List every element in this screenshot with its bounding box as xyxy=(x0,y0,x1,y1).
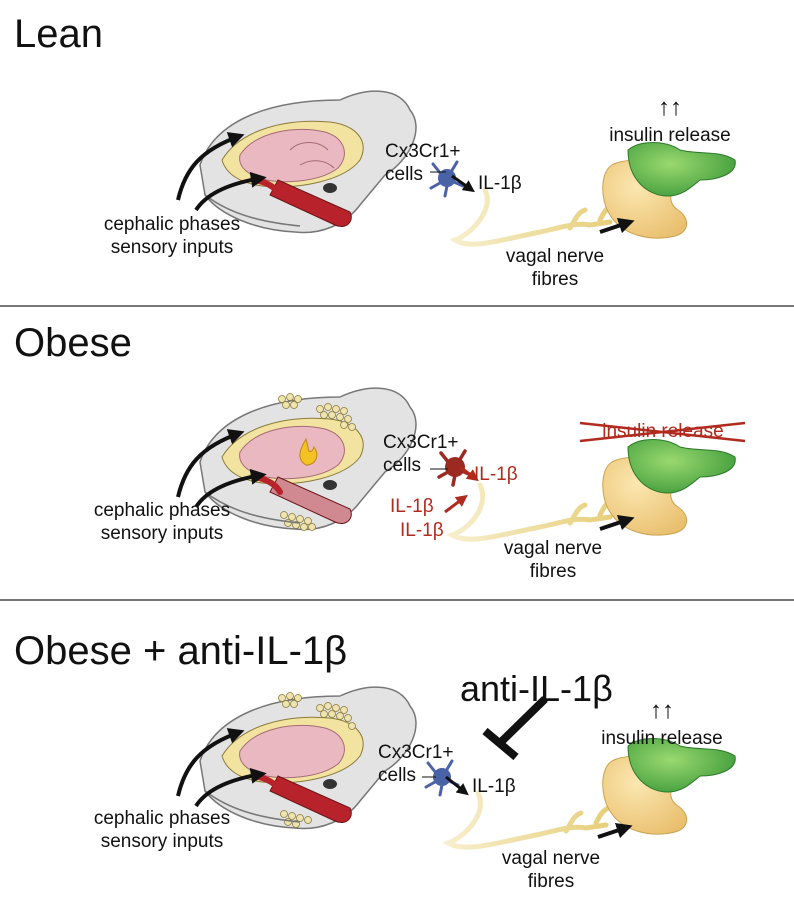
nerve-label: vagal nerve fibres xyxy=(490,245,620,291)
sensory-arrow xyxy=(176,429,245,498)
obese-diagram xyxy=(176,387,746,542)
nerve-label-line2: fibres xyxy=(529,561,577,582)
nerve-label-line1: vagal nerve xyxy=(505,246,605,267)
cells-label: Cx3Cr1+ cells xyxy=(378,741,454,787)
sensory-label-line1: cephalic phases xyxy=(93,500,231,521)
sensory-label-line2: sensory inputs xyxy=(110,237,234,258)
lean-diagram xyxy=(176,90,736,247)
pancreas-illustration xyxy=(602,738,736,835)
sensory-arrow xyxy=(194,767,267,808)
panel-title: Obese xyxy=(14,321,132,365)
cells-label-line2: cells xyxy=(383,455,422,476)
sensory-arrow xyxy=(176,132,245,201)
cells-label-line2: cells xyxy=(385,164,424,185)
head-illustration xyxy=(199,686,417,830)
sensory-label-line1: cephalic phases xyxy=(103,214,241,235)
insulin-label-crossed: insulin release xyxy=(602,421,724,442)
fat-cells xyxy=(278,393,356,531)
sensory-label-line1: cephalic phases xyxy=(93,808,231,829)
nerve-to-pancreas-arrow xyxy=(599,217,635,234)
inhibition-bar xyxy=(482,727,519,761)
nerve-to-pancreas-arrow xyxy=(597,822,633,839)
cytokine-label: IL-1β xyxy=(474,464,518,485)
sensory-label: cephalic phases sensory inputs xyxy=(72,499,252,545)
nerve-label: vagal nerve fibres xyxy=(488,537,618,583)
cytokine-label: IL-1β xyxy=(472,776,516,797)
nerve-label-line1: vagal nerve xyxy=(501,848,601,869)
crossed-out-mark xyxy=(579,421,746,443)
divider xyxy=(0,599,794,601)
cells-label-line1: Cx3Cr1+ xyxy=(383,432,459,453)
insulin-up-arrows: ↑↑ xyxy=(650,697,674,724)
head-illustration xyxy=(199,90,417,234)
panel-obese: Obese xyxy=(0,307,794,599)
sensory-arrow xyxy=(176,728,245,797)
sensory-arrow xyxy=(194,171,267,212)
sensory-arrow xyxy=(194,468,267,509)
cytokine-arrow xyxy=(445,775,469,796)
nerve-label-line1: vagal nerve xyxy=(503,538,603,559)
sensory-label: cephalic phases sensory inputs xyxy=(82,213,262,259)
nerve-to-pancreas-arrow xyxy=(599,514,635,531)
sensory-label: cephalic phases sensory inputs xyxy=(72,807,252,853)
inflammation-flame-icon xyxy=(299,437,318,466)
extra-cytokine-label: IL-1β xyxy=(390,496,434,517)
cells-label-line2: cells xyxy=(378,765,417,786)
cytokine-arrow xyxy=(444,494,468,514)
nerve-label-line2: fibres xyxy=(531,269,579,290)
extra-cytokine-label: IL-1β xyxy=(400,520,444,541)
nerve-label: vagal nerve fibres xyxy=(486,847,616,893)
panel-title: Lean xyxy=(14,12,103,56)
panel-obese-anti-il1b: Obese + anti-IL-1β anti-IL-1β xyxy=(0,601,794,901)
fat-cells xyxy=(278,692,356,828)
microglia-cell-icon xyxy=(429,160,465,198)
obese-treated-diagram xyxy=(176,686,736,850)
cytokine-label: IL-1β xyxy=(478,173,522,194)
anti-il1b-label: anti-IL-1β xyxy=(460,668,613,709)
insulin-up-arrows: ↑↑ xyxy=(658,94,682,121)
head-illustration xyxy=(199,387,417,531)
panel-lean: Lean ceph xyxy=(0,0,794,305)
inhibition-line xyxy=(497,696,548,746)
insulin-label: insulin release xyxy=(601,728,723,749)
vagal-nerve xyxy=(449,187,615,247)
divider xyxy=(0,305,794,307)
panel-title: Obese + anti-IL-1β xyxy=(14,629,348,673)
cells-label-line1: Cx3Cr1+ xyxy=(378,742,454,763)
cytokine-arrow xyxy=(459,465,479,482)
cytokine-arrow xyxy=(451,174,475,193)
sensory-label-line2: sensory inputs xyxy=(100,831,224,852)
sensory-label-line2: sensory inputs xyxy=(100,523,224,544)
cells-label-line1: Cx3Cr1+ xyxy=(385,141,461,162)
vagal-nerve xyxy=(442,790,611,850)
insulin-label: insulin release xyxy=(609,125,731,146)
cells-label: Cx3Cr1+ cells xyxy=(383,431,459,477)
cells-label: Cx3Cr1+ cells xyxy=(385,140,461,186)
nerve-label-line2: fibres xyxy=(527,871,575,892)
vagal-nerve xyxy=(446,482,615,542)
